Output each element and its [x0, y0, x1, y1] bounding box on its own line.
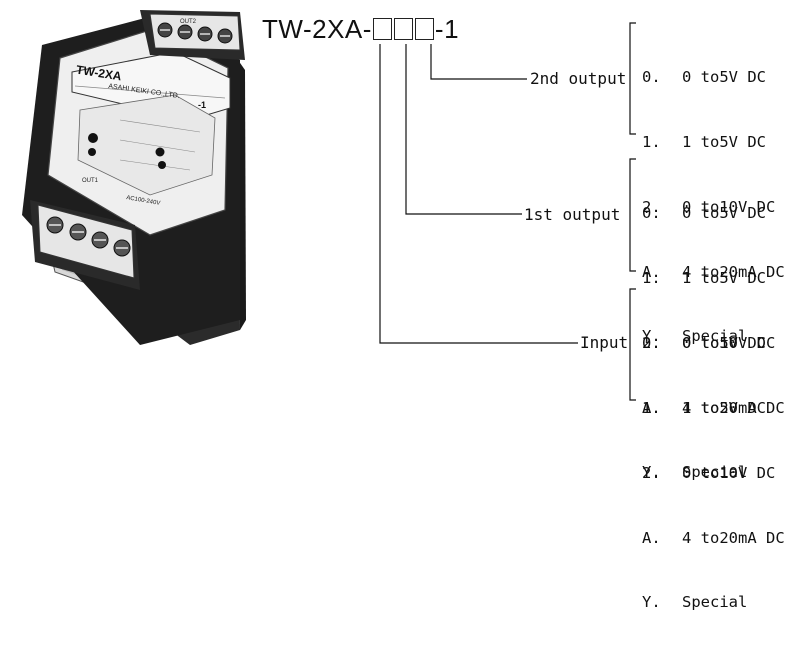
option-list-2nd-output: 0.0 to5V DC 1.1 to5V DC 2.0 to10V DC A.4…	[642, 24, 785, 391]
option-item: A.4 to20mA DC	[642, 398, 785, 417]
option-item: Y.Special	[642, 327, 748, 346]
model-suffix: -1	[434, 14, 460, 44]
code-box-input	[372, 18, 392, 40]
device-out1-label: OUT1	[82, 178, 99, 184]
code-box-1st-output	[393, 18, 413, 40]
option-item: A.4 to20mA DC	[642, 528, 785, 547]
option-item: Y.Special	[642, 593, 748, 612]
device-suffix-label: -1	[198, 100, 207, 110]
option-item: 2.0 to10V DC	[642, 197, 776, 216]
option-item: 1.1 to5V DC	[642, 398, 766, 417]
model-code: TW-2XA- -1	[262, 14, 459, 44]
option-item: A.4 to20mA DC	[642, 262, 785, 281]
option-item: 0.0 to5V DC	[642, 68, 766, 87]
group-label-input: Input	[580, 333, 629, 352]
code-box-2nd-output	[414, 18, 434, 40]
group-label-1st-output: 1st output	[524, 205, 621, 224]
option-item: 1.1 to5V DC	[642, 268, 766, 287]
diagram-stage: TW-2XA ASAHI KEIKI CO.,LTD. -1 OUT2 OUT1…	[22, 10, 785, 611]
model-prefix: TW-2XA-	[262, 14, 372, 44]
connector-lines	[379, 44, 578, 344]
option-item: 1.1 to5V DC	[642, 132, 766, 151]
group-brackets	[629, 22, 636, 401]
device-out2-label: OUT2	[180, 19, 197, 25]
option-item: 2.0 to10V DC	[642, 463, 776, 482]
option-item: 0.0 to5V DC	[642, 334, 766, 353]
option-item: 0.0 to5V DC	[642, 204, 766, 223]
option-item: 2.0 to10V DC	[642, 333, 776, 352]
group-label-2nd-output: 2nd output	[530, 69, 627, 88]
option-list-input: 0.0 to5V DC 1.1 to5V DC 2.0 to10V DC A.4…	[642, 290, 785, 657]
device-illustration	[22, 10, 636, 401]
